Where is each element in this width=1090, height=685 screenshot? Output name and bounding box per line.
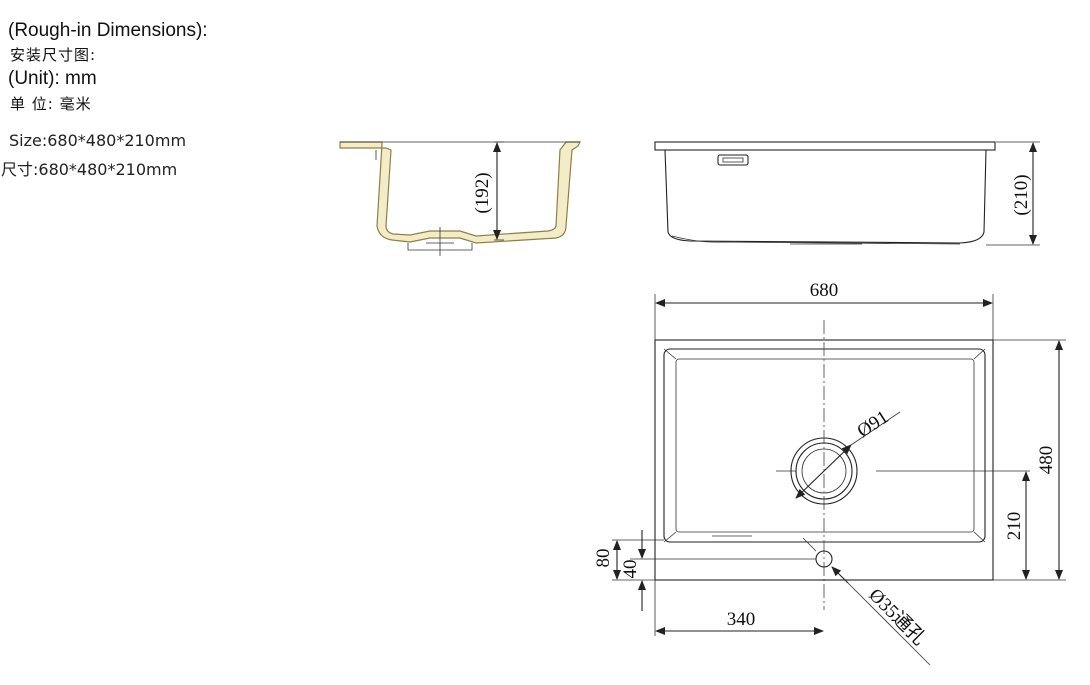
drain-diameter-label: Ø91 [854,407,893,442]
drain-flange [407,243,473,251]
overflow-offset-outer-label: 80 [593,549,614,568]
size-label-cn: 尺寸:680*480*210mm [1,160,178,179]
overflow-slot [717,154,749,166]
bowl-corner-bl [663,531,677,543]
overflow-leader-in [802,537,817,552]
overflow-hole-label: Ø35通孔 [864,584,930,650]
section-view: (192) [339,141,581,256]
drain-diameter-leader [850,411,901,446]
bowl-corner-tl [663,348,677,360]
total-depth-label: (210) [1011,174,1032,215]
rough-in-title-cn: 安装尺寸图: [10,46,97,64]
plan-view: Ø91 Ø35通孔 680 480 210 340 80 40 [593,280,1066,666]
inner-depth-label: (192) [472,172,493,213]
side-view: (210) [654,141,1040,246]
unit-label-cn: 单 位: 毫米 [10,95,92,113]
side-bottom-edge [671,235,961,245]
width-label: 680 [810,280,839,301]
drain-offset-side-label: 210 [1004,512,1025,541]
unit-label-en: (Unit): mm [8,68,97,89]
drain-offset-width-label: 340 [727,609,756,630]
bowl-corner-tr [973,348,986,360]
length-label: 480 [1036,446,1057,475]
plan-bowl-outer [663,348,986,543]
side-rim [654,141,996,151]
rough-in-title-en: (Rough-in Dimensions): [8,20,208,41]
size-label-en: Size:680*480*210mm [9,131,187,150]
overflow-offset-inner-label: 40 [620,560,641,579]
side-bowl [664,149,987,244]
drain-outer-circle [790,437,858,505]
drain-diameter-dimension [795,444,852,499]
overflow-slot-inner [722,157,744,163]
legend-block: (Rough-in Dimensions): 安装尺寸图: (Unit): mm… [0,0,300,200]
plan-bowl-inner [675,358,975,533]
bowl-corner-br [973,531,986,543]
overflow-leader-out [847,582,931,666]
overflow-hole-arrow [831,566,849,584]
